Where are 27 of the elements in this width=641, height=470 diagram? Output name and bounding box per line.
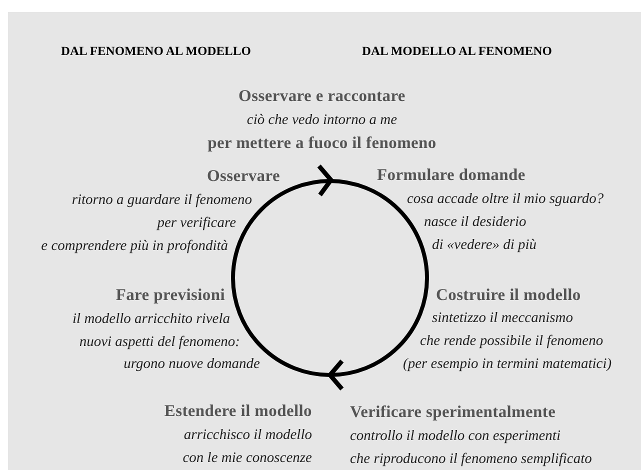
step-description: e comprendere più in profondità — [41, 238, 228, 254]
step-title: per mettere a fuoco il fenomeno — [208, 134, 436, 152]
step-description: arricchisco il modello — [184, 428, 312, 442]
step-description: che riproducono il fenomeno semplificato — [350, 452, 592, 466]
step-description: nuovi aspetti del fenomeno: — [79, 334, 240, 350]
step-description: per verificare — [157, 216, 236, 230]
step-description: cosa accade oltre il mio sguardo? — [407, 192, 604, 206]
step-description: ciò che vedo intorno a me — [246, 112, 398, 128]
step-title: Costruire il modello — [436, 286, 581, 304]
step-description: che rende possibile il fenomeno — [420, 334, 604, 348]
step-description: nasce il desiderio — [424, 214, 526, 230]
step-title: Estendere il modello — [164, 402, 312, 420]
step-description: il modello arricchito rivela — [72, 312, 230, 326]
column-heading: DAL FENOMENO AL MODELLO — [61, 44, 251, 58]
step-title: Formulare domande — [377, 166, 526, 184]
step-description: sintetizzo il meccanismo — [432, 310, 573, 326]
step-description: di «vedere» di più — [432, 238, 537, 252]
step-title: Fare previsioni — [116, 286, 225, 304]
step-description: (per esempio in termini matematici) — [403, 356, 612, 372]
step-description: con le mie conoscenze — [182, 450, 312, 466]
step-description: controllo il modello con esperimenti — [350, 428, 560, 444]
step-title: Osservare — [207, 168, 280, 184]
step-description: ritorno a guardare il fenomeno — [72, 192, 252, 208]
column-heading: DAL MODELLO AL FENOMENO — [362, 44, 552, 58]
step-description: urgono nuove domande — [124, 356, 260, 372]
step-title: Osservare e raccontare — [238, 88, 406, 104]
step-title: Verificare sperimentalmente — [350, 404, 556, 420]
